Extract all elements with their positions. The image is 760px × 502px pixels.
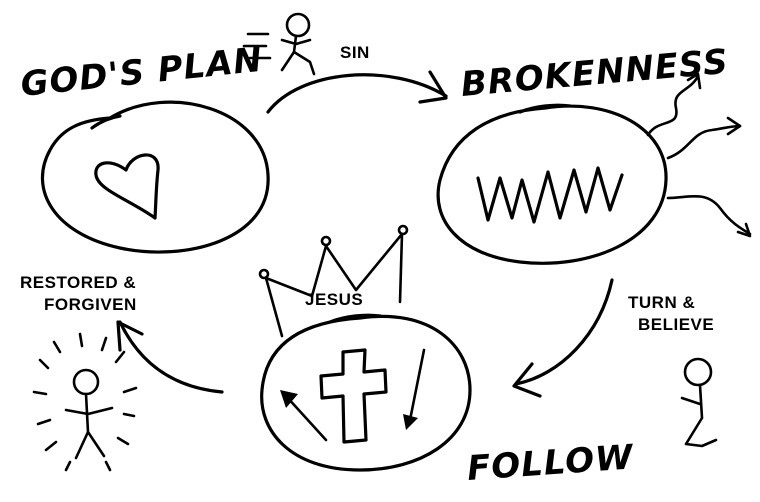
- brokenness-title: BROKENNESS: [459, 42, 730, 105]
- brokenness-circle: [436, 103, 668, 265]
- restored-label-line1: RESTORED &: [20, 273, 136, 292]
- turn-label-line1: TURN &: [628, 293, 695, 312]
- turn-label-line2: BELIEVE: [638, 315, 714, 334]
- running-figure-icon: [242, 12, 316, 76]
- zigzag-icon: [476, 166, 624, 224]
- follow-title: FOLLOW: [466, 437, 636, 489]
- gods-plan-title: GOD'S PLAN: [19, 40, 265, 105]
- heart-icon: [94, 153, 160, 220]
- sin-arrow: [266, 70, 448, 114]
- sin-label: SIN: [340, 43, 370, 62]
- kneeling-figure-icon: [680, 357, 718, 448]
- jesus-label: JESUS: [305, 290, 363, 309]
- down-arrow-icon: [403, 348, 426, 430]
- scatter-arrows-icon: [646, 72, 752, 238]
- follow-circle: [260, 313, 472, 472]
- restored-arrow: [116, 320, 224, 394]
- cross-icon: [319, 348, 388, 444]
- turn-arrow: [512, 278, 614, 398]
- crown-icon: [258, 224, 409, 338]
- gods-plan-circle: [40, 100, 270, 254]
- glowing-figure-icon: [32, 332, 138, 472]
- restored-label-line2: FORGIVEN: [44, 295, 137, 314]
- up-arrow-icon: [280, 390, 328, 442]
